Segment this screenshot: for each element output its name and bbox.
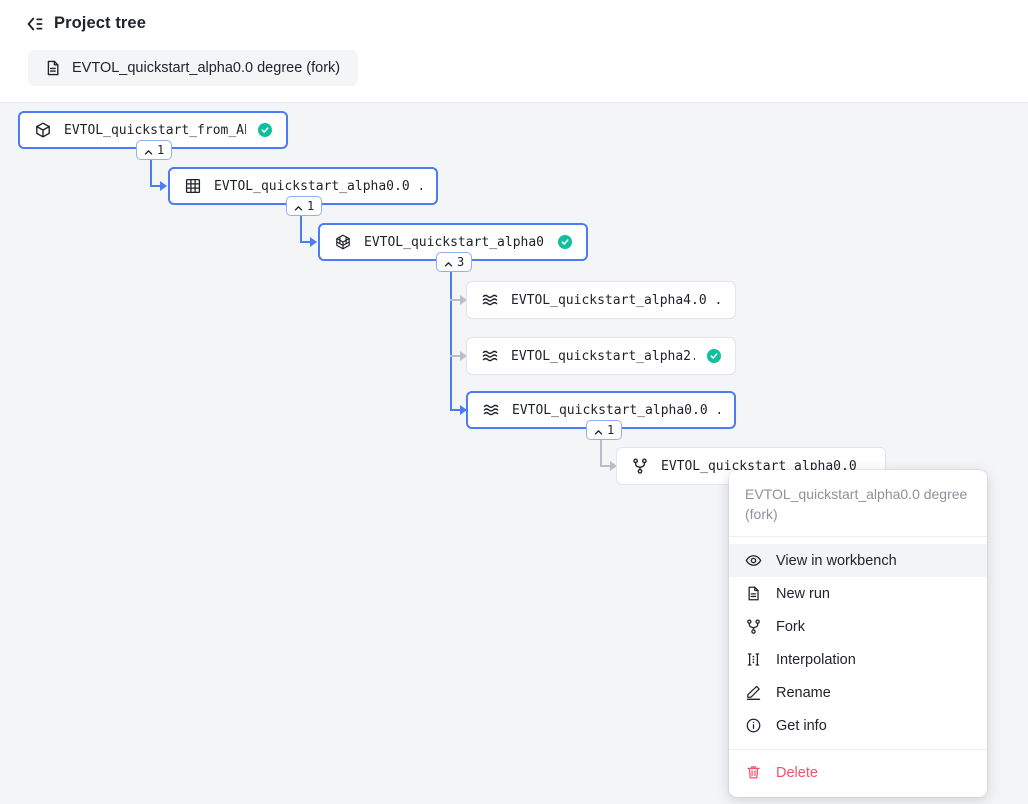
edge-n1-n2-horizontal (150, 185, 166, 187)
status-badge-success (558, 235, 572, 249)
edge-n6-n7-vertical (600, 429, 602, 467)
info-icon (745, 717, 762, 734)
context-menu-item-get-info[interactable]: Get info (729, 709, 987, 742)
edge-arrow-n4 (460, 295, 467, 305)
tree-node[interactable]: EVTOL_quickstart_alpha4.0 ... (466, 281, 736, 319)
interpolation-icon (745, 651, 762, 668)
eye-icon (745, 552, 762, 569)
wave-icon (482, 401, 500, 419)
breadcrumb[interactable]: EVTOL_quickstart_alpha0.0 degree (fork) (28, 50, 359, 86)
context-menu-item-label: Interpolation (776, 651, 856, 668)
tree-node[interactable]: EVTOL_quickstart_alpha2.0 ... (466, 337, 736, 375)
context-menu-item-delete[interactable]: Delete (729, 756, 987, 789)
wave-icon (481, 291, 499, 309)
context-menu-item-label: New run (776, 585, 830, 602)
edge-n1-n2-vertical (150, 149, 152, 187)
tree-node-label: EVTOL_quickstart_alpha0.0 ... (364, 234, 546, 250)
tree-node-label: EVTOL_quickstart_alpha0.0 ... (214, 178, 422, 194)
breadcrumb-label: EVTOL_quickstart_alpha0.0 degree (fork) (72, 60, 341, 76)
edge-n3-n4-stub (450, 299, 466, 301)
tree-node-label: EVTOL_quickstart_from_API (64, 122, 246, 138)
context-menu-item-new-run[interactable]: New run (729, 577, 987, 610)
tree-node-label: EVTOL_quickstart_alpha4.0 ... (511, 292, 721, 308)
collapse-count-badge[interactable]: 1 (136, 140, 173, 160)
context-menu-title: EVTOL_quickstart_alpha0.0 degree (fork) (729, 470, 987, 537)
edge-n2-n3-vertical (300, 205, 302, 243)
collapse-count-label: 3 (457, 255, 465, 269)
edge-n6-n7-horizontal (600, 465, 616, 467)
context-menu-item-label: Get info (776, 717, 827, 734)
wave-icon (481, 347, 499, 365)
chevron-up-icon (594, 426, 603, 435)
tree-node-label: EVTOL_quickstart_alpha0.0 ... (512, 402, 720, 418)
context-menu-item-label: Rename (776, 684, 831, 701)
header-bar: Project tree EVTOL_quickstart_alpha0.0 d… (0, 0, 1028, 103)
mesh-cube-icon (334, 233, 352, 251)
context-menu-item-rename[interactable]: Rename (729, 676, 987, 709)
page-title: Project tree (54, 14, 146, 32)
edge-n3-n6-horizontal (450, 409, 466, 411)
edge-arrow-n5 (460, 351, 467, 361)
tree-node-label: EVTOL_quickstart_alpha0.0 (661, 458, 857, 474)
context-menu-item-interpolation[interactable]: Interpolation (729, 643, 987, 676)
fork-icon (631, 457, 649, 475)
edge-arrow-n6 (460, 405, 467, 415)
pencil-icon (745, 684, 762, 701)
fork-icon (745, 618, 762, 635)
collapse-count-label: 1 (157, 143, 165, 157)
collapse-panel-icon[interactable] (26, 15, 44, 33)
context-menu-item-fork[interactable]: Fork (729, 610, 987, 643)
grid-icon (184, 177, 202, 195)
tree-node-label: EVTOL_quickstart_alpha2.0 ... (511, 348, 695, 364)
context-menu-item-label: Fork (776, 618, 805, 635)
context-menu[interactable]: EVTOL_quickstart_alpha0.0 degree (fork) … (729, 470, 987, 797)
header-title-row: Project tree (26, 14, 146, 33)
edge-arrow-n7 (610, 461, 617, 471)
status-badge-success (707, 349, 721, 363)
edge-n3-n5-stub (450, 355, 466, 357)
cube-icon (34, 121, 52, 139)
edge-n2-n3-horizontal (300, 241, 316, 243)
chevron-up-icon (444, 258, 453, 267)
collapse-count-label: 1 (307, 199, 315, 213)
context-menu-item-label: View in workbench (776, 552, 897, 569)
chevron-up-icon (144, 146, 153, 155)
collapse-count-badge[interactable]: 1 (586, 420, 623, 440)
collapse-count-label: 1 (607, 423, 615, 437)
edge-n3-children-trunk (450, 261, 452, 411)
context-menu-item-label: Delete (776, 764, 818, 781)
collapse-count-badge[interactable]: 1 (286, 196, 323, 216)
context-menu-item-view-in-workbench[interactable]: View in workbench (729, 544, 987, 577)
context-menu-divider (729, 749, 987, 750)
collapse-count-badge[interactable]: 3 (436, 252, 473, 272)
file-icon (44, 59, 62, 77)
edge-arrow-n2 (160, 181, 167, 191)
chevron-up-icon (294, 202, 303, 211)
status-badge-success (258, 123, 272, 137)
edge-arrow-n3 (310, 237, 317, 247)
file-icon (745, 585, 762, 602)
trash-icon (745, 764, 762, 781)
